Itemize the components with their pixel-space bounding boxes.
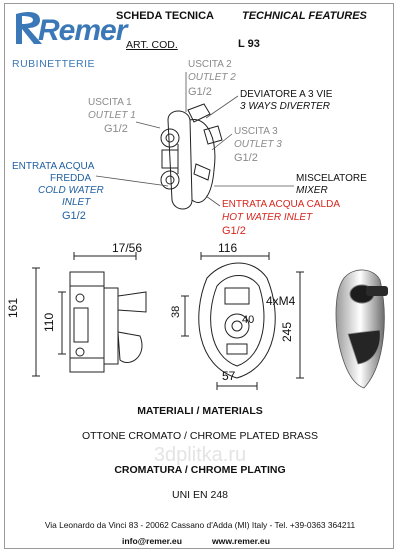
dim-161: 161 (6, 297, 20, 318)
remer-logo-mark (16, 12, 42, 44)
dim-57: 57 (222, 369, 236, 383)
dim-38: 38 (170, 305, 182, 318)
page-frame (4, 3, 394, 549)
hot-en: HOT WATER INLET (222, 212, 313, 223)
art-code: L 93 (238, 38, 260, 50)
hot-size: G1/2 (222, 225, 246, 237)
mixer-it: MISCELATORE (296, 173, 367, 184)
footer-website[interactable]: www.remer.eu (212, 536, 270, 546)
logo-subtitle: RUBINETTERIE (12, 58, 96, 70)
uscita3-en: OUTLET 3 (234, 139, 282, 150)
uscita1-en: OUTLET 1 (88, 110, 136, 121)
dimension-245-line (296, 271, 304, 379)
dim-245: 245 (280, 321, 294, 342)
cold-size: G1/2 (62, 210, 86, 222)
dim-screws: 4xM4 (266, 294, 296, 308)
dim-40: 40 (242, 314, 255, 326)
product-render-image (335, 269, 388, 389)
uscita2-it: USCITA 2 (188, 59, 232, 70)
uscita3-size: G1/2 (234, 152, 258, 164)
footer-email[interactable]: info@remer.eu (122, 536, 182, 546)
cold-en-2: INLET (62, 197, 91, 208)
diverter-it: DEVIATORE A 3 VIE (240, 89, 333, 100)
leader-lines (95, 72, 294, 207)
standard: UNI EN 248 (171, 489, 229, 501)
logo-text: Remer (38, 14, 127, 47)
dim-depth: 17/56 (112, 241, 143, 255)
watermark: 3dplitka.ru (153, 444, 247, 466)
uscita1-it: USCITA 1 (88, 97, 132, 108)
uscita3-it: USCITA 3 (234, 126, 278, 137)
valve-body-drawing (160, 103, 223, 210)
uscita2-en: OUTLET 2 (188, 72, 236, 83)
cold-it-2: FREDDA (50, 173, 92, 184)
uscita2-size: G1/2 (188, 86, 212, 98)
cold-it-1: ENTRATA ACQUA (12, 161, 95, 172)
footer-address: Via Leonardo da Vinci 83 - 20062 Cassano… (44, 520, 356, 530)
uscita1-size: G1/2 (104, 123, 128, 135)
front-view-drawing (181, 252, 276, 390)
cold-en-1: COLD WATER (38, 185, 104, 196)
plating-heading: CROMATURA / CHROME PLATING (114, 464, 286, 476)
art-label: ART. COD. (126, 39, 178, 51)
title-en: TECHNICAL FEATURES (242, 10, 367, 22)
title-it: SCHEDA TECNICA (116, 10, 214, 22)
mixer-en: MIXER (296, 185, 328, 196)
side-view-drawing (32, 252, 147, 377)
materials-heading: MATERIALI / MATERIALS (137, 405, 263, 417)
hot-it: ENTRATA ACQUA CALDA (222, 199, 340, 210)
diverter-en: 3 WAYS DIVERTER (240, 101, 331, 112)
dim-width: 116 (218, 241, 238, 255)
dim-110: 110 (42, 312, 56, 332)
materials-value: OTTONE CROMATO / CHROME PLATED BRASS (81, 430, 319, 442)
